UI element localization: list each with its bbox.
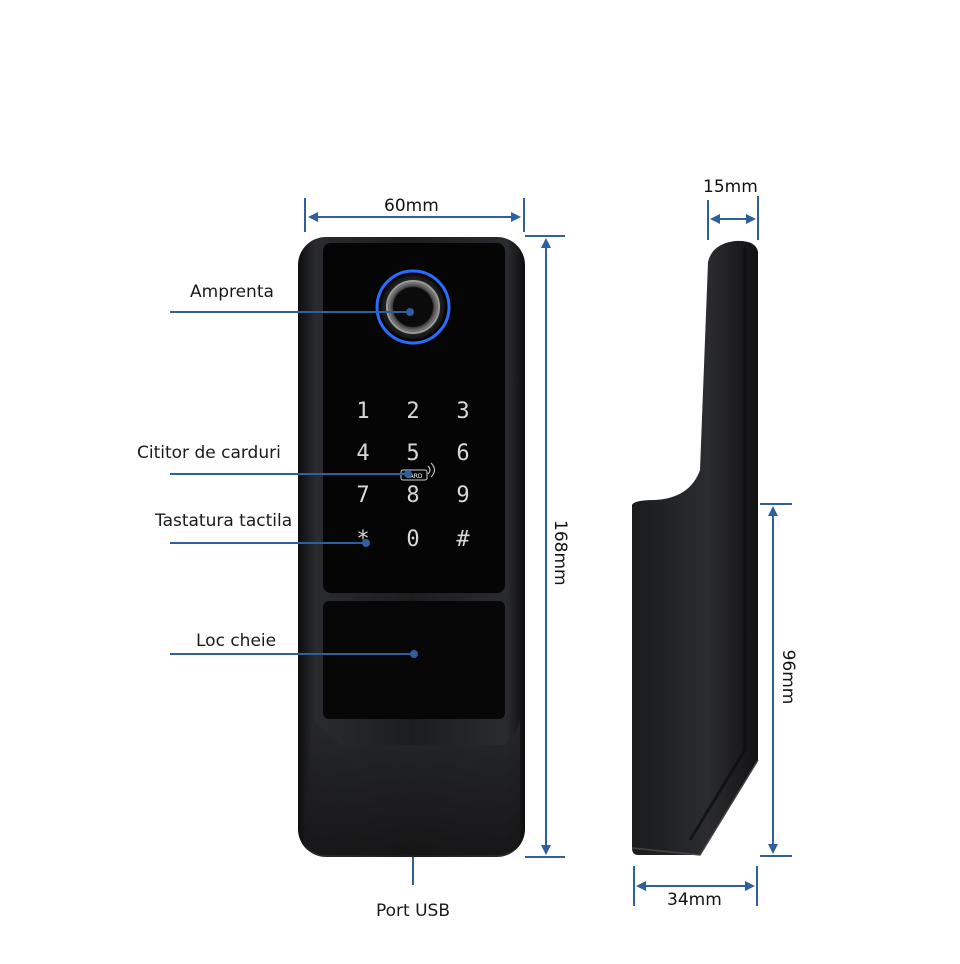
- label-keypad: Tastatura tactila: [155, 511, 293, 531]
- keypad-key: 1: [356, 399, 369, 424]
- keypad-key: 0: [406, 527, 419, 552]
- side-profile: [632, 240, 758, 855]
- side-view: [631, 240, 759, 856]
- label-key-slot: Loc cheie: [196, 631, 277, 651]
- keypad-key: 3: [456, 399, 469, 424]
- label-fingerprint: Amprenta: [190, 282, 274, 302]
- keypad-key: 9: [456, 483, 469, 508]
- lock-chin: [305, 720, 520, 855]
- key-slot-panel: [323, 601, 505, 719]
- keypad-key: 5: [406, 441, 419, 466]
- dimension-depth-bottom: 34mm: [667, 890, 722, 910]
- label-usb-port: Port USB: [376, 901, 451, 921]
- keypad-key: 8: [406, 483, 419, 508]
- dimension-lower-height: 96mm: [778, 649, 798, 705]
- keypad-key: 6: [456, 441, 469, 466]
- dimension-width: 60mm: [384, 196, 439, 216]
- dimension-height: 168mm: [550, 520, 570, 586]
- keypad-key: 7: [356, 483, 369, 508]
- dimension-depth-top: 15mm: [703, 177, 758, 197]
- keypad-key: #: [456, 527, 470, 552]
- dimension-lines: [304, 196, 792, 906]
- keypad-key: 4: [356, 441, 369, 466]
- card-badge-text: CARD: [405, 473, 422, 480]
- keypad-key: 2: [406, 399, 419, 424]
- keypad-panel: [323, 243, 505, 593]
- label-card-reader: Cititor de carduri: [137, 443, 281, 463]
- callout-lines: [170, 308, 418, 885]
- fingerprint-sensor: [375, 269, 451, 345]
